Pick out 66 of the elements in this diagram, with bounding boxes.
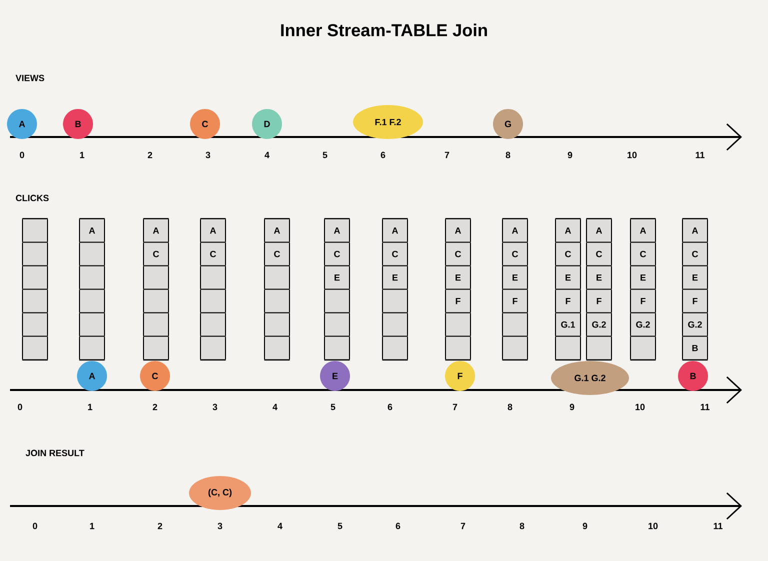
event-blob: E bbox=[320, 361, 350, 391]
tick-label: 9 bbox=[570, 404, 574, 410]
event-blob: B bbox=[678, 361, 708, 391]
tick-label: 9 bbox=[568, 152, 572, 158]
buffer-column: A C E F G.1 bbox=[555, 218, 581, 361]
tick-label: 6 bbox=[388, 404, 392, 410]
tick-label: 7 bbox=[460, 522, 466, 530]
tick-label: 2 bbox=[158, 522, 162, 530]
buffer-column: A C bbox=[264, 218, 290, 361]
section-heading: CLICKS bbox=[16, 194, 49, 202]
event-blob: G bbox=[493, 109, 523, 139]
tick-label: 2 bbox=[148, 152, 152, 158]
buffer-column: A C E F G.2 B bbox=[682, 218, 708, 361]
tick-label: 3 bbox=[218, 522, 222, 530]
buffer-column: A C E F bbox=[502, 218, 528, 361]
buffer-column: A C E F G.2 bbox=[630, 218, 656, 361]
tick-label: 8 bbox=[508, 404, 512, 410]
tick-label: 0 bbox=[20, 152, 24, 158]
section-heading: VIEWS bbox=[16, 74, 44, 82]
title: Inner Stream-TABLE Join bbox=[281, 24, 487, 36]
buffer-column: A C bbox=[200, 218, 226, 361]
tick-label: 1 bbox=[80, 152, 84, 158]
event-blob: G.1 G.2 bbox=[551, 361, 629, 395]
event-blob: C bbox=[190, 109, 220, 139]
tick-label: 5 bbox=[322, 152, 328, 158]
tick-label: 4 bbox=[272, 404, 278, 410]
tick-label: 7 bbox=[452, 404, 458, 410]
tick-label: 11 bbox=[696, 152, 704, 158]
tick-label: 11 bbox=[700, 404, 710, 410]
tick-label: 10 bbox=[636, 404, 645, 410]
buffer-column: A C E F G.2 bbox=[586, 218, 612, 361]
event-blob: A bbox=[77, 361, 107, 391]
tick-label: 7 bbox=[444, 152, 450, 158]
tick-label: 6 bbox=[396, 522, 400, 530]
buffer-column: A C E bbox=[324, 218, 350, 361]
tick-label: 0 bbox=[32, 522, 38, 530]
buffer-column: A C E bbox=[382, 218, 408, 361]
tick-label: 10 bbox=[648, 522, 658, 530]
tick-label: 6 bbox=[380, 152, 386, 158]
tick-label: 3 bbox=[206, 152, 210, 158]
tick-label: 8 bbox=[520, 522, 524, 530]
tick-label: 4 bbox=[264, 152, 270, 158]
buffer-column: A C bbox=[143, 218, 169, 361]
section-heading: JOIN RESULT bbox=[26, 450, 84, 456]
event-blob: D bbox=[252, 109, 282, 139]
tick-label: 2 bbox=[152, 404, 158, 410]
tick-label: 1 bbox=[90, 522, 94, 530]
event-blob: F.1 F.2 bbox=[353, 105, 423, 139]
tick-label: 3 bbox=[212, 404, 218, 410]
buffer-column bbox=[22, 218, 48, 361]
event-blob: (C, C) bbox=[189, 476, 251, 510]
buffer-column: A C E F bbox=[445, 218, 471, 361]
event-blob: A bbox=[7, 109, 37, 139]
tick-label: 1 bbox=[88, 404, 92, 410]
tick-label: 0 bbox=[18, 404, 22, 410]
tick-label: 5 bbox=[330, 404, 336, 410]
buffer-column: A bbox=[79, 218, 105, 361]
event-blob: B bbox=[63, 109, 93, 139]
tick-label: 10 bbox=[628, 152, 637, 158]
tick-label: 8 bbox=[506, 152, 510, 158]
tick-label: 4 bbox=[278, 522, 282, 530]
tick-label: 9 bbox=[582, 522, 588, 530]
event-blob: F bbox=[445, 361, 475, 391]
tick-label: 5 bbox=[338, 522, 342, 530]
event-blob: C bbox=[140, 361, 170, 391]
tick-label: 11 bbox=[714, 522, 722, 530]
